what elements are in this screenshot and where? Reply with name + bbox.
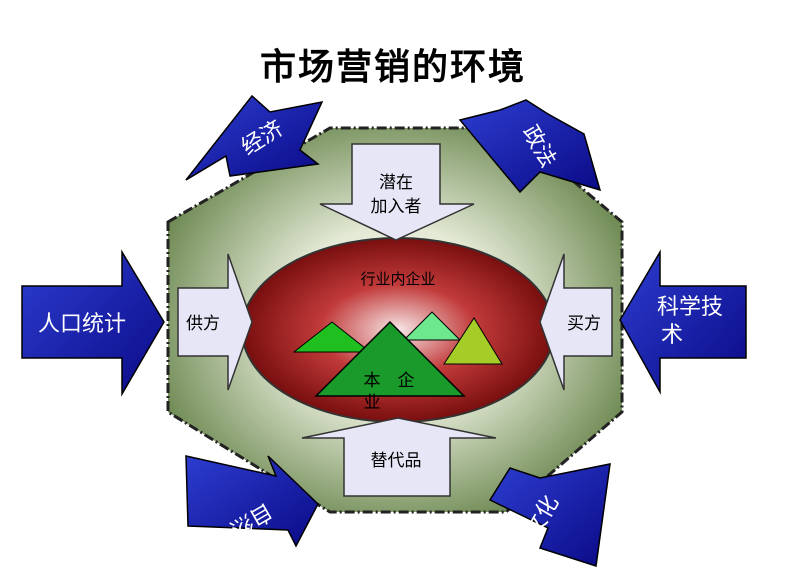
competitor-triangle-left bbox=[292, 321, 372, 353]
label-new-entrants-2: 加入者 bbox=[371, 197, 422, 217]
inner-arrow-substitutes bbox=[301, 417, 497, 497]
label-new-entrants-1: 潜在 bbox=[379, 173, 413, 193]
outer-arrow-culture bbox=[488, 463, 611, 567]
competitor-triangle-right bbox=[443, 317, 503, 365]
company-char-1: 本 bbox=[364, 371, 381, 391]
competitor-triangle-middle bbox=[402, 311, 462, 341]
outer-arrow-technology bbox=[619, 249, 747, 395]
label-suppliers: 供方 bbox=[186, 314, 220, 334]
label-demographics: 人口统计 bbox=[38, 312, 126, 337]
inner-arrow-new-entrants bbox=[319, 143, 475, 241]
label-technology-line1: 科学技 bbox=[657, 295, 723, 320]
company-char-3: 业 bbox=[364, 393, 381, 413]
label-industry: 行业内企业 bbox=[360, 270, 435, 288]
company-char-2: 企 bbox=[398, 371, 415, 391]
inner-arrow-suppliers bbox=[177, 253, 253, 391]
outer-arrow-demographics bbox=[21, 249, 165, 397]
outer-arrow-nature bbox=[185, 455, 319, 548]
label-technology-line2: 术 bbox=[661, 323, 683, 348]
outer-arrow-economy bbox=[185, 94, 324, 181]
company-triangle bbox=[314, 320, 466, 397]
label-buyers: 买方 bbox=[567, 314, 601, 334]
outer-arrow-politics-law bbox=[458, 99, 602, 194]
page-title: 市场营销的环境 bbox=[259, 47, 526, 88]
inner-arrow-buyers bbox=[539, 253, 613, 391]
label-substitutes: 替代品 bbox=[371, 451, 422, 471]
